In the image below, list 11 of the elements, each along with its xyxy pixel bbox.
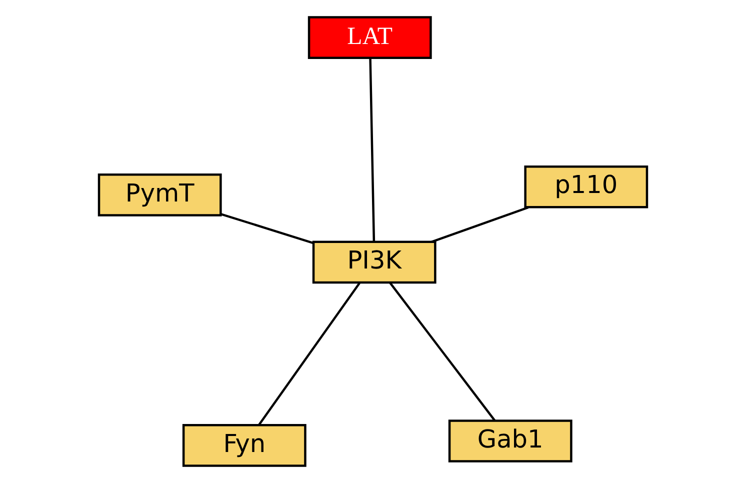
connector (258, 282, 360, 426)
connector (431, 206, 529, 243)
node-box: LAT (308, 16, 432, 59)
node-box: Fyn (182, 424, 306, 467)
connector (388, 282, 496, 422)
connector (220, 212, 314, 244)
node-box: p110 (524, 165, 648, 208)
node-box: Gab1 (448, 420, 572, 462)
node-box: PI3K (312, 240, 436, 284)
connector (369, 58, 376, 242)
node-box: PymT (98, 174, 222, 216)
